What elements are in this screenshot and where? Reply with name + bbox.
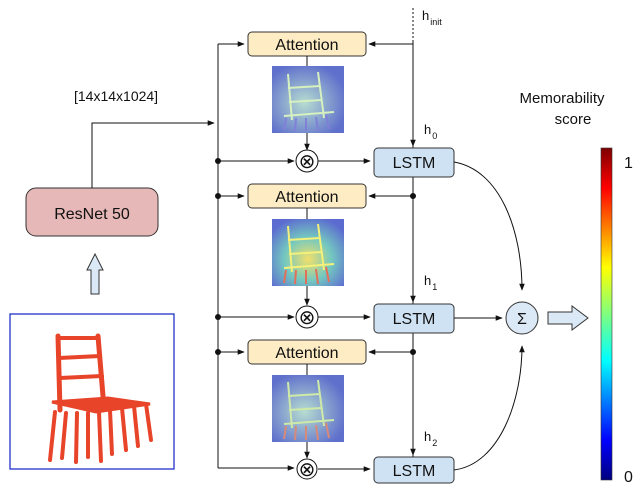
attention-stage-1: Attention ⊗ LSTM h1 — [215, 183, 455, 334]
colorbar-min-label: 0 — [624, 469, 633, 484]
hidden-state-label-1: h1 — [424, 273, 437, 292]
memorability-title-line1: Memorability — [519, 90, 605, 107]
up-arrow-icon — [86, 252, 104, 295]
attention-label-1: Attention — [275, 189, 338, 206]
chair-photo — [48, 333, 153, 464]
attention-label-2: Attention — [275, 345, 338, 362]
multiply-symbol-2: ⊗ — [299, 459, 316, 481]
resnet-box: ResNet 50 — [25, 187, 159, 237]
feature-connector — [91, 120, 215, 188]
lstm-label-0: LSTM — [393, 155, 436, 172]
memorability-title-line2: score — [555, 111, 592, 128]
lstm-0-to-sum — [453, 161, 525, 291]
h-init-label: hinit — [422, 8, 442, 27]
lstm-2-to-sum — [453, 345, 525, 471]
lstm-label-2: LSTM — [393, 463, 436, 480]
attention-stage-2: Attention ⊗ LSTM h2 — [215, 339, 455, 484]
hidden-state-label-2: h2 — [424, 429, 437, 448]
attention-label-0: Attention — [275, 37, 338, 54]
resnet-label: ResNet 50 — [54, 206, 130, 223]
attention-stage-0: Attention ⊗ LSTM h0 — [215, 31, 455, 178]
attention-map-2 — [272, 375, 344, 442]
right-arrow-icon — [547, 305, 589, 331]
memorability-score-colorbar: Memorability score 1 0 — [519, 90, 633, 484]
sum-node: Σ — [505, 301, 539, 335]
colorbar-max-label: 1 — [624, 155, 633, 172]
input-dims-label: [14x14x1024] — [74, 88, 158, 104]
multiply-symbol-1: ⊗ — [299, 307, 316, 329]
sum-symbol: Σ — [517, 311, 527, 328]
hidden-state-label-0: h0 — [424, 122, 437, 141]
lstm-label-1: LSTM — [393, 311, 436, 328]
attention-map-1 — [272, 219, 344, 286]
input-image — [9, 313, 175, 470]
multiply-symbol-0: ⊗ — [299, 151, 316, 173]
attention-map-0 — [272, 66, 344, 133]
